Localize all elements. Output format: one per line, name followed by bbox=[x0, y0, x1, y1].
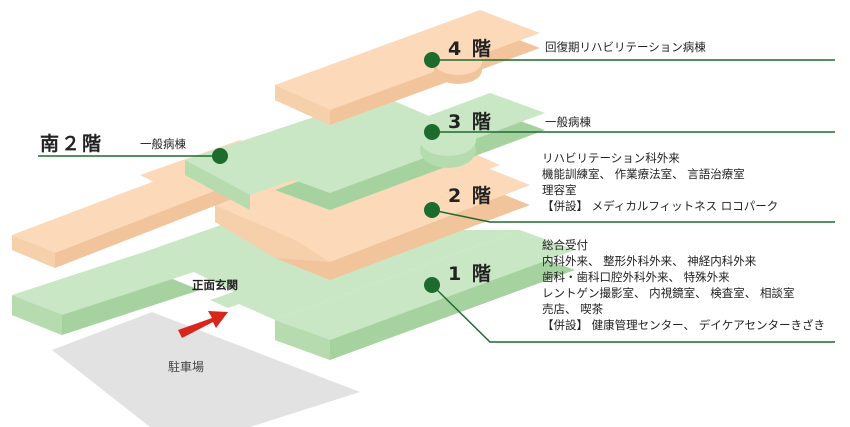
floor-2-desc-line: 理容室 bbox=[542, 183, 577, 197]
floor-3-desc: 一般病棟 bbox=[545, 115, 591, 129]
floor-1-desc: 総合受付 内科外来、 整形外科外来、 神経内科外来 歯科・歯科口腔外科外来、 特… bbox=[542, 237, 825, 333]
floor-1-desc-line: レントゲン撮影室、 内視鏡室、 検査室、 相談室 bbox=[542, 286, 795, 300]
floor-2-label: 2 階 bbox=[448, 185, 493, 207]
floor-1-desc-line: 売店、 喫茶 bbox=[542, 302, 604, 316]
floor-1-label: 1 階 bbox=[448, 263, 493, 285]
south-2f-label: 南２階 bbox=[40, 133, 104, 155]
floor-2-desc-line: リハビリテーション科外来 bbox=[542, 151, 680, 165]
floor-1-desc-line: 総合受付 bbox=[542, 238, 588, 252]
floor-marker-dot-icon bbox=[424, 52, 440, 68]
floor-2-desc-line: 【併設】 メディカルフィットネス ロコパーク bbox=[542, 199, 779, 213]
leader-line-1f bbox=[431, 284, 835, 343]
floor-1-desc-line: 【併設】 健康管理センター、 デイケアセンターきざき bbox=[542, 318, 825, 332]
floor-4-desc: 回復期リハビリテーション病棟 bbox=[545, 40, 706, 54]
leader-line-2f bbox=[431, 209, 835, 223]
south-2f-desc: 一般病棟 bbox=[140, 137, 186, 151]
parking-label: 駐車場 bbox=[168, 360, 205, 374]
floor-marker-dot-icon bbox=[424, 277, 440, 293]
entrance-label: 正面玄関 bbox=[192, 278, 238, 292]
parking-area bbox=[52, 312, 360, 427]
floor-4-label: 4 階 bbox=[448, 38, 493, 60]
floor-marker-dot-icon bbox=[424, 202, 440, 218]
floor-marker-dot-icon bbox=[424, 124, 440, 140]
floor-4-slab bbox=[275, 10, 540, 125]
floor-3-label: 3 階 bbox=[448, 111, 493, 133]
floor-1-desc-line: 内科外来、 整形外科外来、 神経内科外来 bbox=[542, 254, 757, 268]
entrance-arrow-icon bbox=[178, 311, 228, 338]
floor-1-desc-line: 歯科・歯科口腔外科外来、 特殊外来 bbox=[542, 270, 730, 284]
floor-2-desc-line: 機能訓練室、 作業療法室、 言語治療室 bbox=[542, 167, 745, 181]
floor-2-desc: リハビリテーション科外来 機能訓練室、 作業療法室、 言語治療室 理容室 【併設… bbox=[542, 150, 778, 214]
floor-marker-dot-icon bbox=[212, 148, 228, 164]
